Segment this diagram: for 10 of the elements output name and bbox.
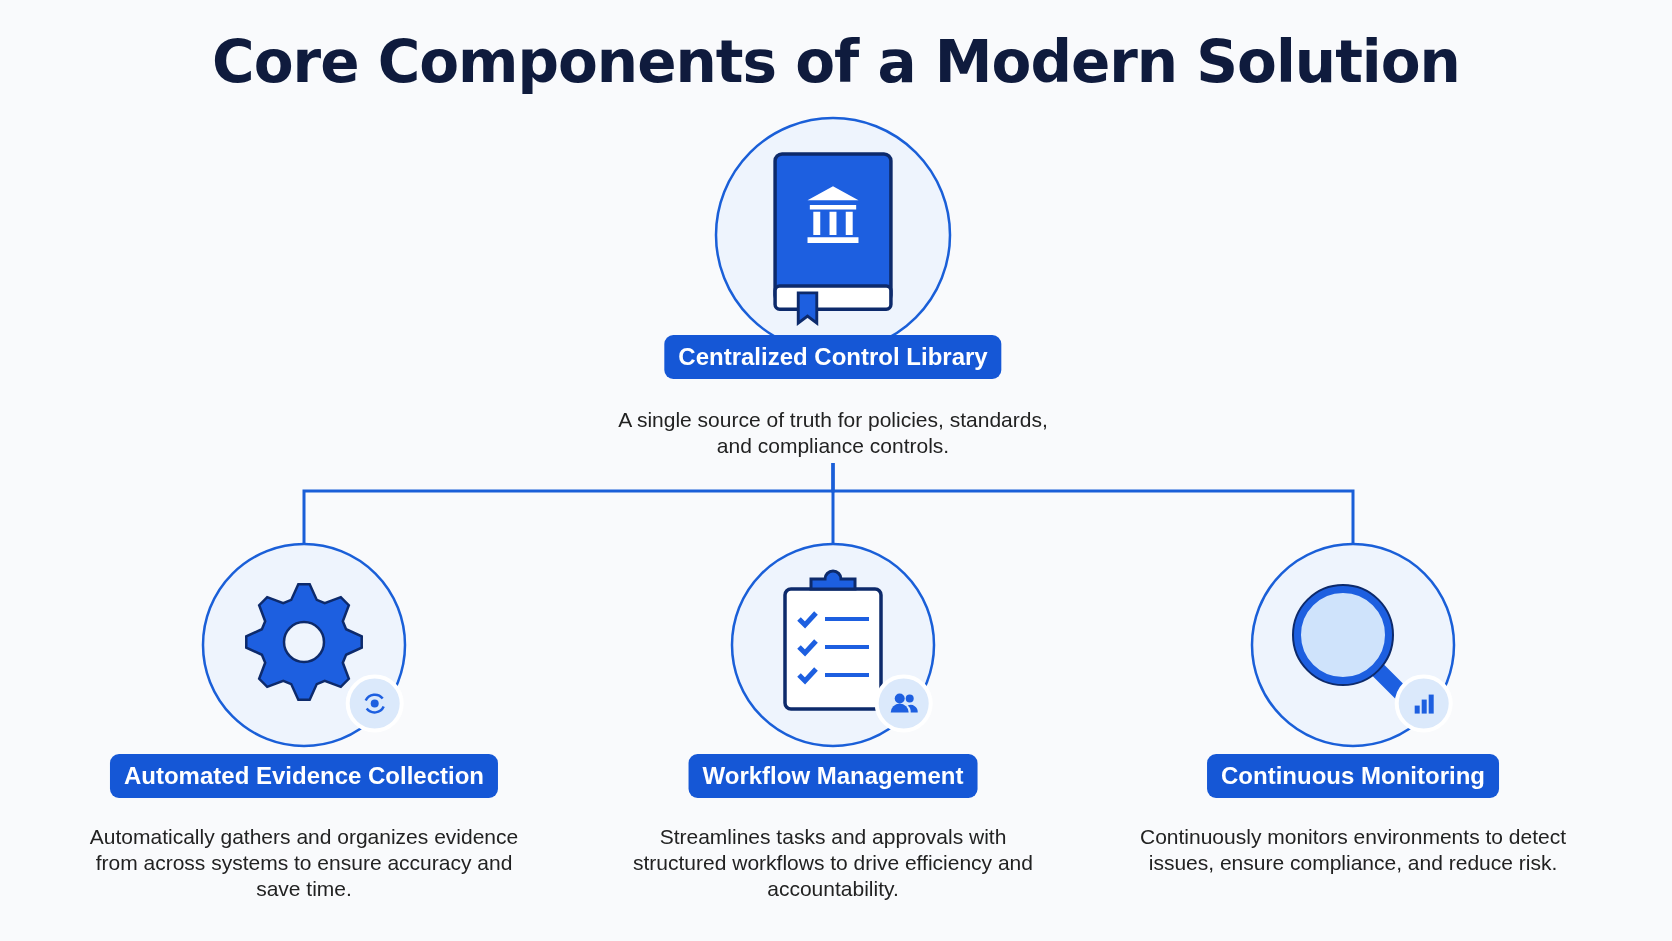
component-description: A single source of truth for policies, standards, and compliance controls. xyxy=(617,407,1049,459)
connector-line xyxy=(831,463,1355,544)
component-description: Streamlines tasks and approvals with structured workflows to drive efficiency and accountability. xyxy=(632,824,1034,902)
component-title: Workflow Management xyxy=(688,754,978,798)
title: Core Components of a Modern Solution xyxy=(211,28,1461,96)
component-title: Automated Evidence Collection xyxy=(109,754,499,798)
component-title: Continuous Monitoring xyxy=(1207,754,1499,798)
component-description: Continuously monitors environments to detect issues, ensure compliance, and reduce risk. xyxy=(1138,824,1568,876)
component-title: Centralized Control Library xyxy=(664,335,1002,379)
component-description: Automatically gathers and organizes evidence from across systems to ensure accuracy and save time. xyxy=(89,824,519,902)
